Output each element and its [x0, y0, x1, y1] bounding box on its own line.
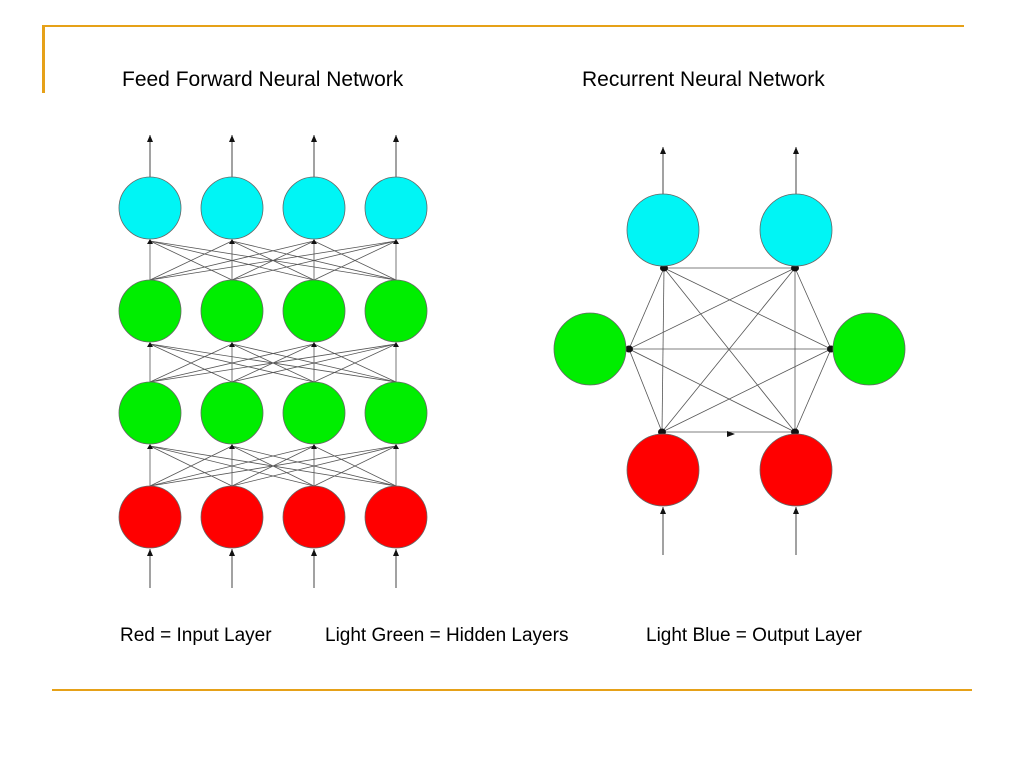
ff-arrowhead: [229, 444, 235, 449]
ff-connection: [149, 240, 397, 281]
recurrent-title: Recurrent Neural Network: [582, 68, 825, 91]
ff-arrowhead: [147, 342, 153, 347]
ff-arrowhead: [311, 342, 317, 347]
ff-node-hidden: [282, 381, 346, 445]
ff-connection: [313, 445, 397, 487]
ff-node-output: [364, 176, 428, 240]
rnn-connection: [628, 267, 796, 350]
frame-top-line: [42, 25, 964, 27]
ff-node-hidden: [200, 381, 264, 445]
rnn-connection-hub: [625, 345, 633, 353]
feed-forward-title: Feed Forward Neural Network: [122, 68, 404, 91]
rnn-mid-arrowhead: [727, 431, 735, 437]
rnn-connection: [661, 267, 796, 433]
ff-connection: [149, 343, 233, 383]
rnn-connection: [628, 348, 663, 433]
ff-connection: [149, 343, 315, 383]
recurrent-network: [553, 147, 906, 555]
rnn-node-output: [626, 193, 700, 267]
rnn-node-output: [759, 193, 833, 267]
ff-node-output: [282, 176, 346, 240]
ff-arrowhead: [393, 444, 399, 449]
ff-node-input: [200, 485, 264, 549]
ff-node-input: [364, 485, 428, 549]
rnn-connection: [663, 267, 796, 433]
ff-arrowhead: [393, 342, 399, 347]
ff-connection: [149, 343, 397, 383]
ff-node-hidden: [364, 381, 428, 445]
ff-node-hidden: [118, 381, 182, 445]
ff-arrowhead: [147, 239, 153, 244]
ff-arrowhead: [393, 239, 399, 244]
rnn-connection: [628, 348, 796, 433]
legend-output-layer: Light Blue = Output Layer: [646, 625, 863, 646]
rnn-node-hidden: [832, 312, 906, 386]
ff-connection: [149, 445, 397, 487]
rnn-connection: [661, 348, 832, 433]
ff-connection: [149, 240, 315, 281]
ff-node-output: [200, 176, 264, 240]
ff-connection: [231, 343, 397, 383]
ff-connection: [231, 445, 397, 487]
ff-node-input: [282, 485, 346, 549]
legend-hidden-layers: Light Green = Hidden Layers: [325, 625, 569, 646]
legend-input-layer: Red = Input Layer: [120, 625, 272, 646]
ff-connection: [149, 445, 315, 487]
ff-connection: [313, 240, 397, 281]
frame-left-accent: [42, 25, 45, 93]
rnn-node-input: [626, 433, 700, 507]
ff-connection: [231, 240, 397, 281]
ff-node-hidden: [118, 279, 182, 343]
rnn-connection: [663, 267, 832, 350]
rnn-connection: [661, 267, 665, 433]
ff-arrowhead: [311, 444, 317, 449]
ff-connection: [313, 343, 397, 383]
rnn-connection: [628, 267, 665, 350]
rnn-node-hidden: [553, 312, 627, 386]
ff-arrowhead: [229, 342, 235, 347]
ff-node-hidden: [364, 279, 428, 343]
rnn-node-input: [759, 433, 833, 507]
ff-node-hidden: [282, 279, 346, 343]
ff-arrowhead: [311, 239, 317, 244]
ff-node-input: [118, 485, 182, 549]
rnn-connection: [794, 348, 832, 433]
ff-arrowhead: [229, 239, 235, 244]
ff-arrowhead: [147, 444, 153, 449]
ff-connection: [149, 240, 233, 281]
frame-bottom-line: [52, 689, 972, 691]
rnn-connection: [794, 267, 832, 350]
ff-node-hidden: [200, 279, 264, 343]
feed-forward-network: [118, 135, 428, 588]
ff-node-output: [118, 176, 182, 240]
ff-connection: [149, 445, 233, 487]
